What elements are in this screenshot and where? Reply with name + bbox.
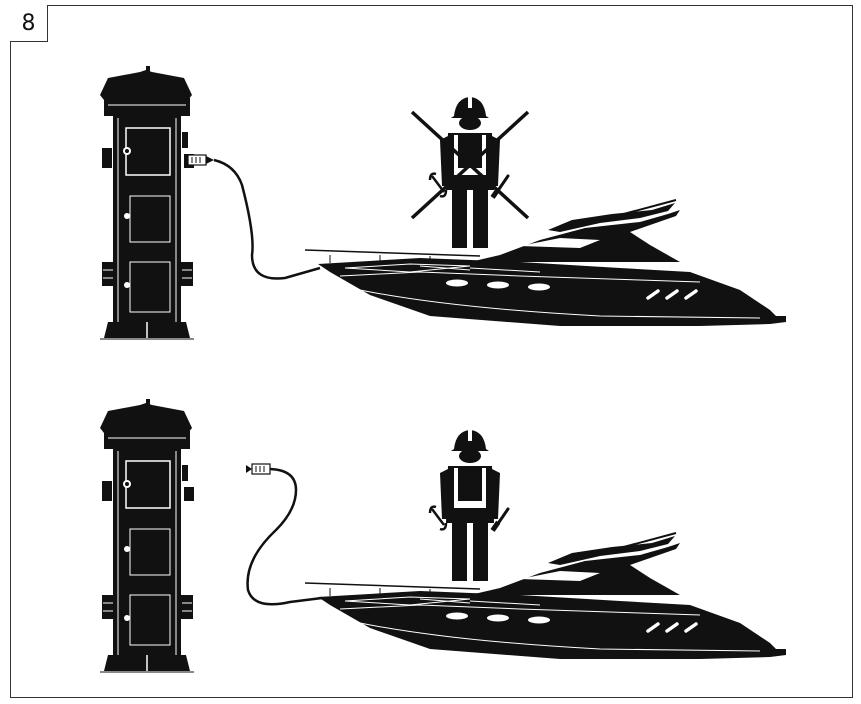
worker-icon	[430, 96, 508, 248]
yacht-icon	[305, 200, 786, 326]
power-pedestal-icon	[100, 399, 194, 672]
yacht-icon	[305, 533, 786, 659]
power-pedestal-icon	[100, 66, 194, 339]
power-cable-icon	[214, 160, 320, 279]
panel-disconnected	[100, 399, 786, 672]
worker-icon	[430, 429, 508, 581]
panel-connected	[100, 66, 786, 339]
plug-icon	[252, 464, 270, 474]
power-cable-icon	[248, 469, 322, 604]
plug-icon	[188, 155, 214, 165]
